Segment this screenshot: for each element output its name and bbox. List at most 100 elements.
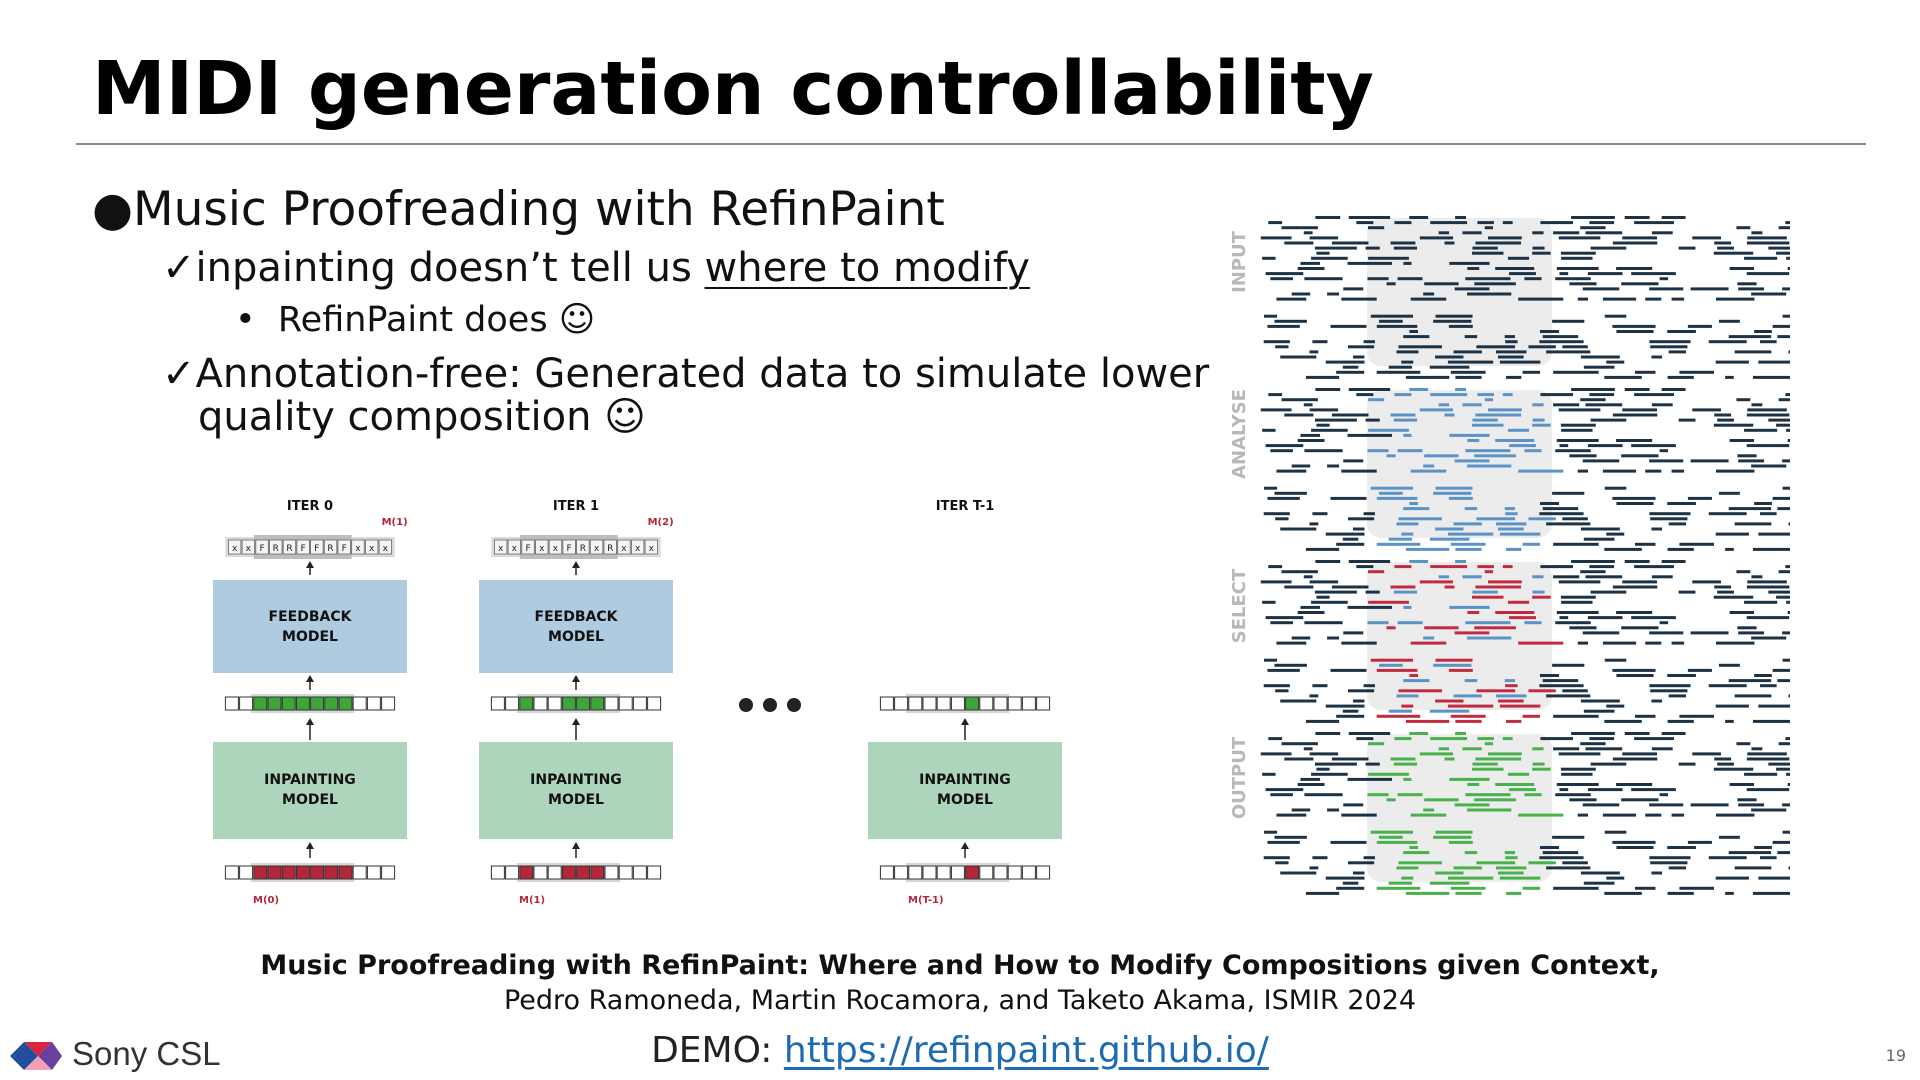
- pianoroll-note: [1616, 439, 1653, 442]
- pianoroll-note: [1309, 866, 1319, 870]
- mask-tokens-token: [922, 865, 937, 880]
- pianoroll-note: [1455, 388, 1467, 391]
- pianoroll-note: [1270, 621, 1293, 625]
- pianoroll-note: [1679, 370, 1714, 374]
- pianoroll-note: [1746, 616, 1790, 620]
- pianoroll-note: [1305, 547, 1340, 551]
- feedback-token: [323, 539, 338, 555]
- pianoroll-note: [1553, 886, 1599, 890]
- pianoroll-note: [1419, 236, 1453, 240]
- pianoroll-note: [1621, 798, 1659, 802]
- mask-tokens-token: [224, 865, 239, 880]
- pianoroll-note: [1397, 621, 1423, 625]
- pianoroll-note: [1497, 355, 1524, 359]
- pianoroll-note: [1462, 231, 1482, 235]
- pianoroll-note: [1280, 355, 1317, 359]
- pianoroll-note: [1495, 439, 1535, 442]
- pianoroll-note: [1558, 408, 1601, 412]
- pianoroll-note: [1487, 580, 1522, 584]
- pianoroll-note: [1376, 714, 1421, 718]
- pianoroll-note: [1622, 580, 1657, 584]
- pianoroll-note: [1751, 292, 1787, 296]
- arrow-head: [572, 718, 580, 725]
- pianoroll-note: [1409, 502, 1418, 505]
- pianoroll-note: [1471, 251, 1504, 255]
- pianoroll-note: [1368, 772, 1409, 776]
- pianoroll-note: [1604, 547, 1642, 551]
- pianoroll-note: [1507, 600, 1530, 604]
- pianoroll-note: [1314, 762, 1357, 766]
- pianoroll-note: [1365, 246, 1380, 250]
- sony-csl-logo-icon: [10, 1042, 62, 1070]
- pianoroll-note: [1465, 277, 1511, 281]
- pianoroll-note: [1331, 757, 1369, 761]
- output-tokens-token: [267, 696, 282, 711]
- pianoroll-note: [1539, 674, 1559, 677]
- feedback-token-letter: x: [594, 544, 600, 554]
- pianoroll-note: [1467, 464, 1512, 468]
- pianoroll-note: [1751, 464, 1787, 468]
- pianoroll-note: [1715, 876, 1749, 880]
- pianoroll-note: [1464, 679, 1478, 683]
- pianoroll-note: [1316, 251, 1330, 255]
- pianoroll-note: [1621, 454, 1659, 458]
- pianoroll-note: [1268, 737, 1283, 741]
- feedback-token: [576, 539, 590, 555]
- mask-top-label: M(1): [382, 517, 408, 528]
- pianoroll-note: [1276, 813, 1307, 817]
- output-tokens-token: [281, 696, 296, 711]
- feedback-token: [282, 539, 297, 555]
- pianoroll-note: [1552, 319, 1585, 323]
- pianoroll-note: [1580, 570, 1606, 574]
- mask-tokens-token: [547, 865, 562, 880]
- pianoroll-note: [1717, 418, 1734, 422]
- pianoroll-note: [1754, 846, 1772, 849]
- output-tokens-token: [295, 696, 310, 711]
- pianoroll-note: [1671, 469, 1685, 473]
- pianoroll-note: [1363, 340, 1375, 344]
- pianoroll-note: [1782, 830, 1790, 834]
- pianoroll-note: [1751, 808, 1787, 812]
- pianoroll-note: [1495, 694, 1527, 698]
- pianoroll-note: [1260, 580, 1292, 584]
- pianoroll-note: [1474, 454, 1516, 458]
- mask-tokens-token: [1036, 865, 1051, 880]
- pianoroll-note: [1634, 565, 1674, 569]
- mask-tokens-token: [576, 865, 591, 880]
- pianoroll-note: [1612, 413, 1658, 417]
- pianoroll-note: [1650, 345, 1688, 349]
- pianoroll-note: [1507, 256, 1530, 260]
- pianoroll-note: [1561, 600, 1593, 604]
- pianoroll-note: [1475, 757, 1522, 761]
- pianoroll-note: [1409, 674, 1418, 677]
- pianoroll-note: [1746, 241, 1790, 245]
- pianoroll-note: [1713, 251, 1754, 255]
- pianoroll-note: [1484, 742, 1494, 746]
- inpainting-model-box: [479, 742, 673, 839]
- feedback-token: [603, 539, 617, 555]
- demo-link[interactable]: https://refinpaint.github.io/: [783, 1030, 1269, 1071]
- pianoroll-note: [1403, 851, 1430, 855]
- pianoroll-note: [1303, 403, 1313, 407]
- feedback-token-letter: F: [525, 544, 530, 554]
- pianoroll-note: [1649, 631, 1684, 635]
- mask-top-label: M(2): [648, 517, 674, 528]
- pianoroll-note: [1532, 575, 1544, 579]
- inpainting-model-label: MODEL: [282, 792, 338, 808]
- pianoroll-note: [1671, 641, 1685, 645]
- pianoroll-note: [1715, 360, 1749, 364]
- pianoroll-note: [1612, 757, 1658, 761]
- pianoroll-note: [1725, 547, 1734, 551]
- pianoroll-note: [1410, 469, 1447, 473]
- pianoroll-note: [1315, 732, 1341, 735]
- pianoroll-note: [1429, 709, 1470, 713]
- pianoroll-note: [1409, 846, 1418, 849]
- pianoroll-note: [1714, 757, 1732, 761]
- pianoroll-note: [1736, 570, 1751, 574]
- pianoroll-note: [1560, 595, 1596, 599]
- pianoroll-note: [1589, 737, 1615, 741]
- pianoroll-note: [1661, 732, 1686, 735]
- pianoroll-note: [1348, 216, 1391, 219]
- pianoroll-note: [1782, 459, 1790, 463]
- pianoroll-note: [1651, 747, 1673, 751]
